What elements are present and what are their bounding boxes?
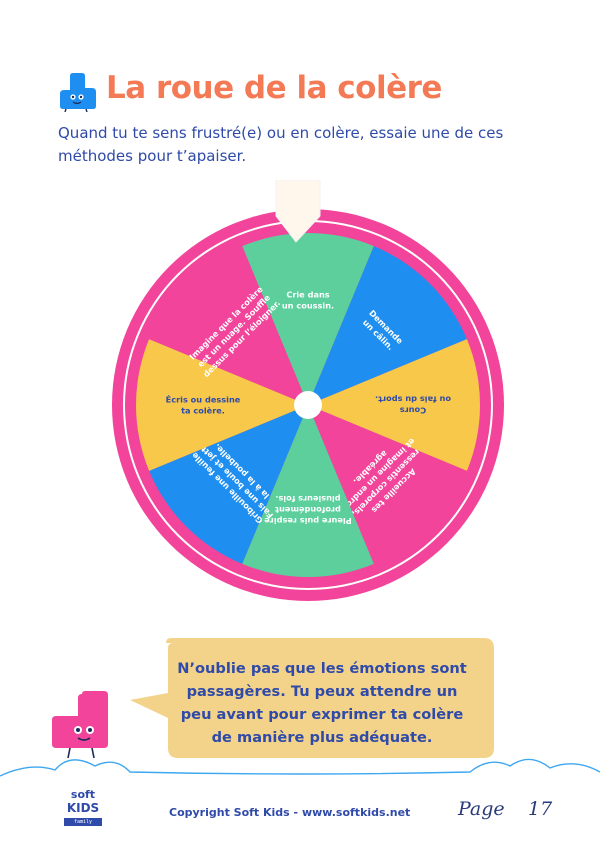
page-number: 17 — [528, 798, 553, 820]
reminder-text: N’oublie pas que les émotions sont passa… — [177, 660, 467, 746]
softkids-logo: soft KIDS — [66, 788, 100, 816]
wheel-segment — [149, 246, 308, 405]
cloud-decoration — [0, 758, 600, 777]
page-title: La roue de la colère — [106, 70, 442, 106]
wheel-segment — [242, 233, 374, 405]
wheel-segment-label: Pleure puis respireprofondémentplusieurs… — [264, 494, 352, 526]
wheel-segment — [135, 339, 308, 471]
wheel-segment-label: Coursou fais du sport. — [375, 395, 451, 416]
page-label: Page — [458, 798, 505, 820]
wheel-segment — [308, 339, 481, 471]
pink-mascot-icon — [52, 691, 108, 759]
copyright-text: Copyright Soft Kids - www.softkids.net — [169, 806, 411, 819]
wheel-segment — [149, 405, 308, 564]
wheel-hub — [294, 391, 322, 419]
wheel-pointer — [275, 179, 321, 243]
logo-family-label: family — [64, 818, 102, 826]
mascot-icon — [60, 73, 96, 112]
page-subtitle: Quand tu te sens frustré(e) ou en colère… — [58, 124, 504, 165]
speech-bubble — [130, 638, 494, 758]
wheel-segment — [242, 405, 374, 577]
wheel-segment — [308, 405, 467, 564]
wheel-segment — [308, 246, 467, 405]
